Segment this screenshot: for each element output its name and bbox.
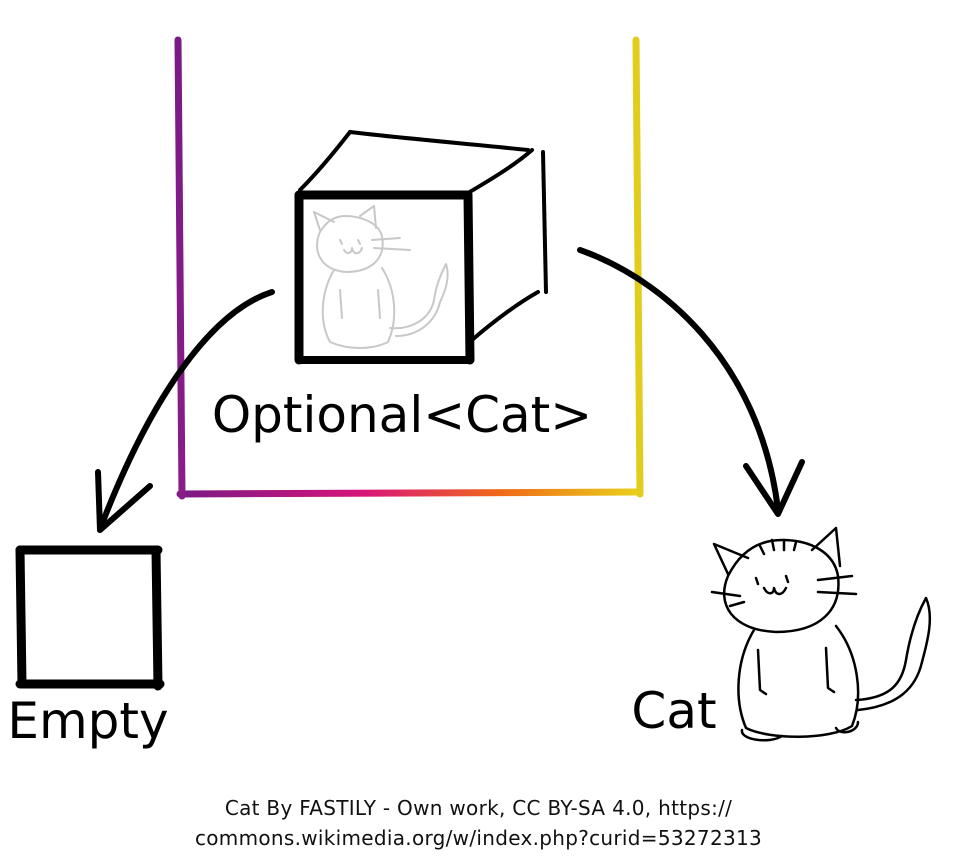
optional-label: Optional<Cat> (212, 386, 592, 444)
optional-frame (174, 36, 644, 500)
cat-icon (710, 526, 932, 742)
empty-square-icon (15, 545, 165, 691)
credit-line-1: Cat By FASTILY - Own work, CC BY-SA 4.0,… (224, 796, 733, 820)
empty-label: Empty (7, 692, 168, 750)
arrow-to-cat (577, 247, 805, 517)
open-box-icon (294, 130, 548, 365)
credit-line-2: commons.wikimedia.org/w/index.php?curid=… (194, 826, 763, 850)
cat-label: Cat (631, 682, 716, 740)
faded-cat-icon (313, 205, 449, 349)
arrow-to-empty (95, 289, 275, 533)
